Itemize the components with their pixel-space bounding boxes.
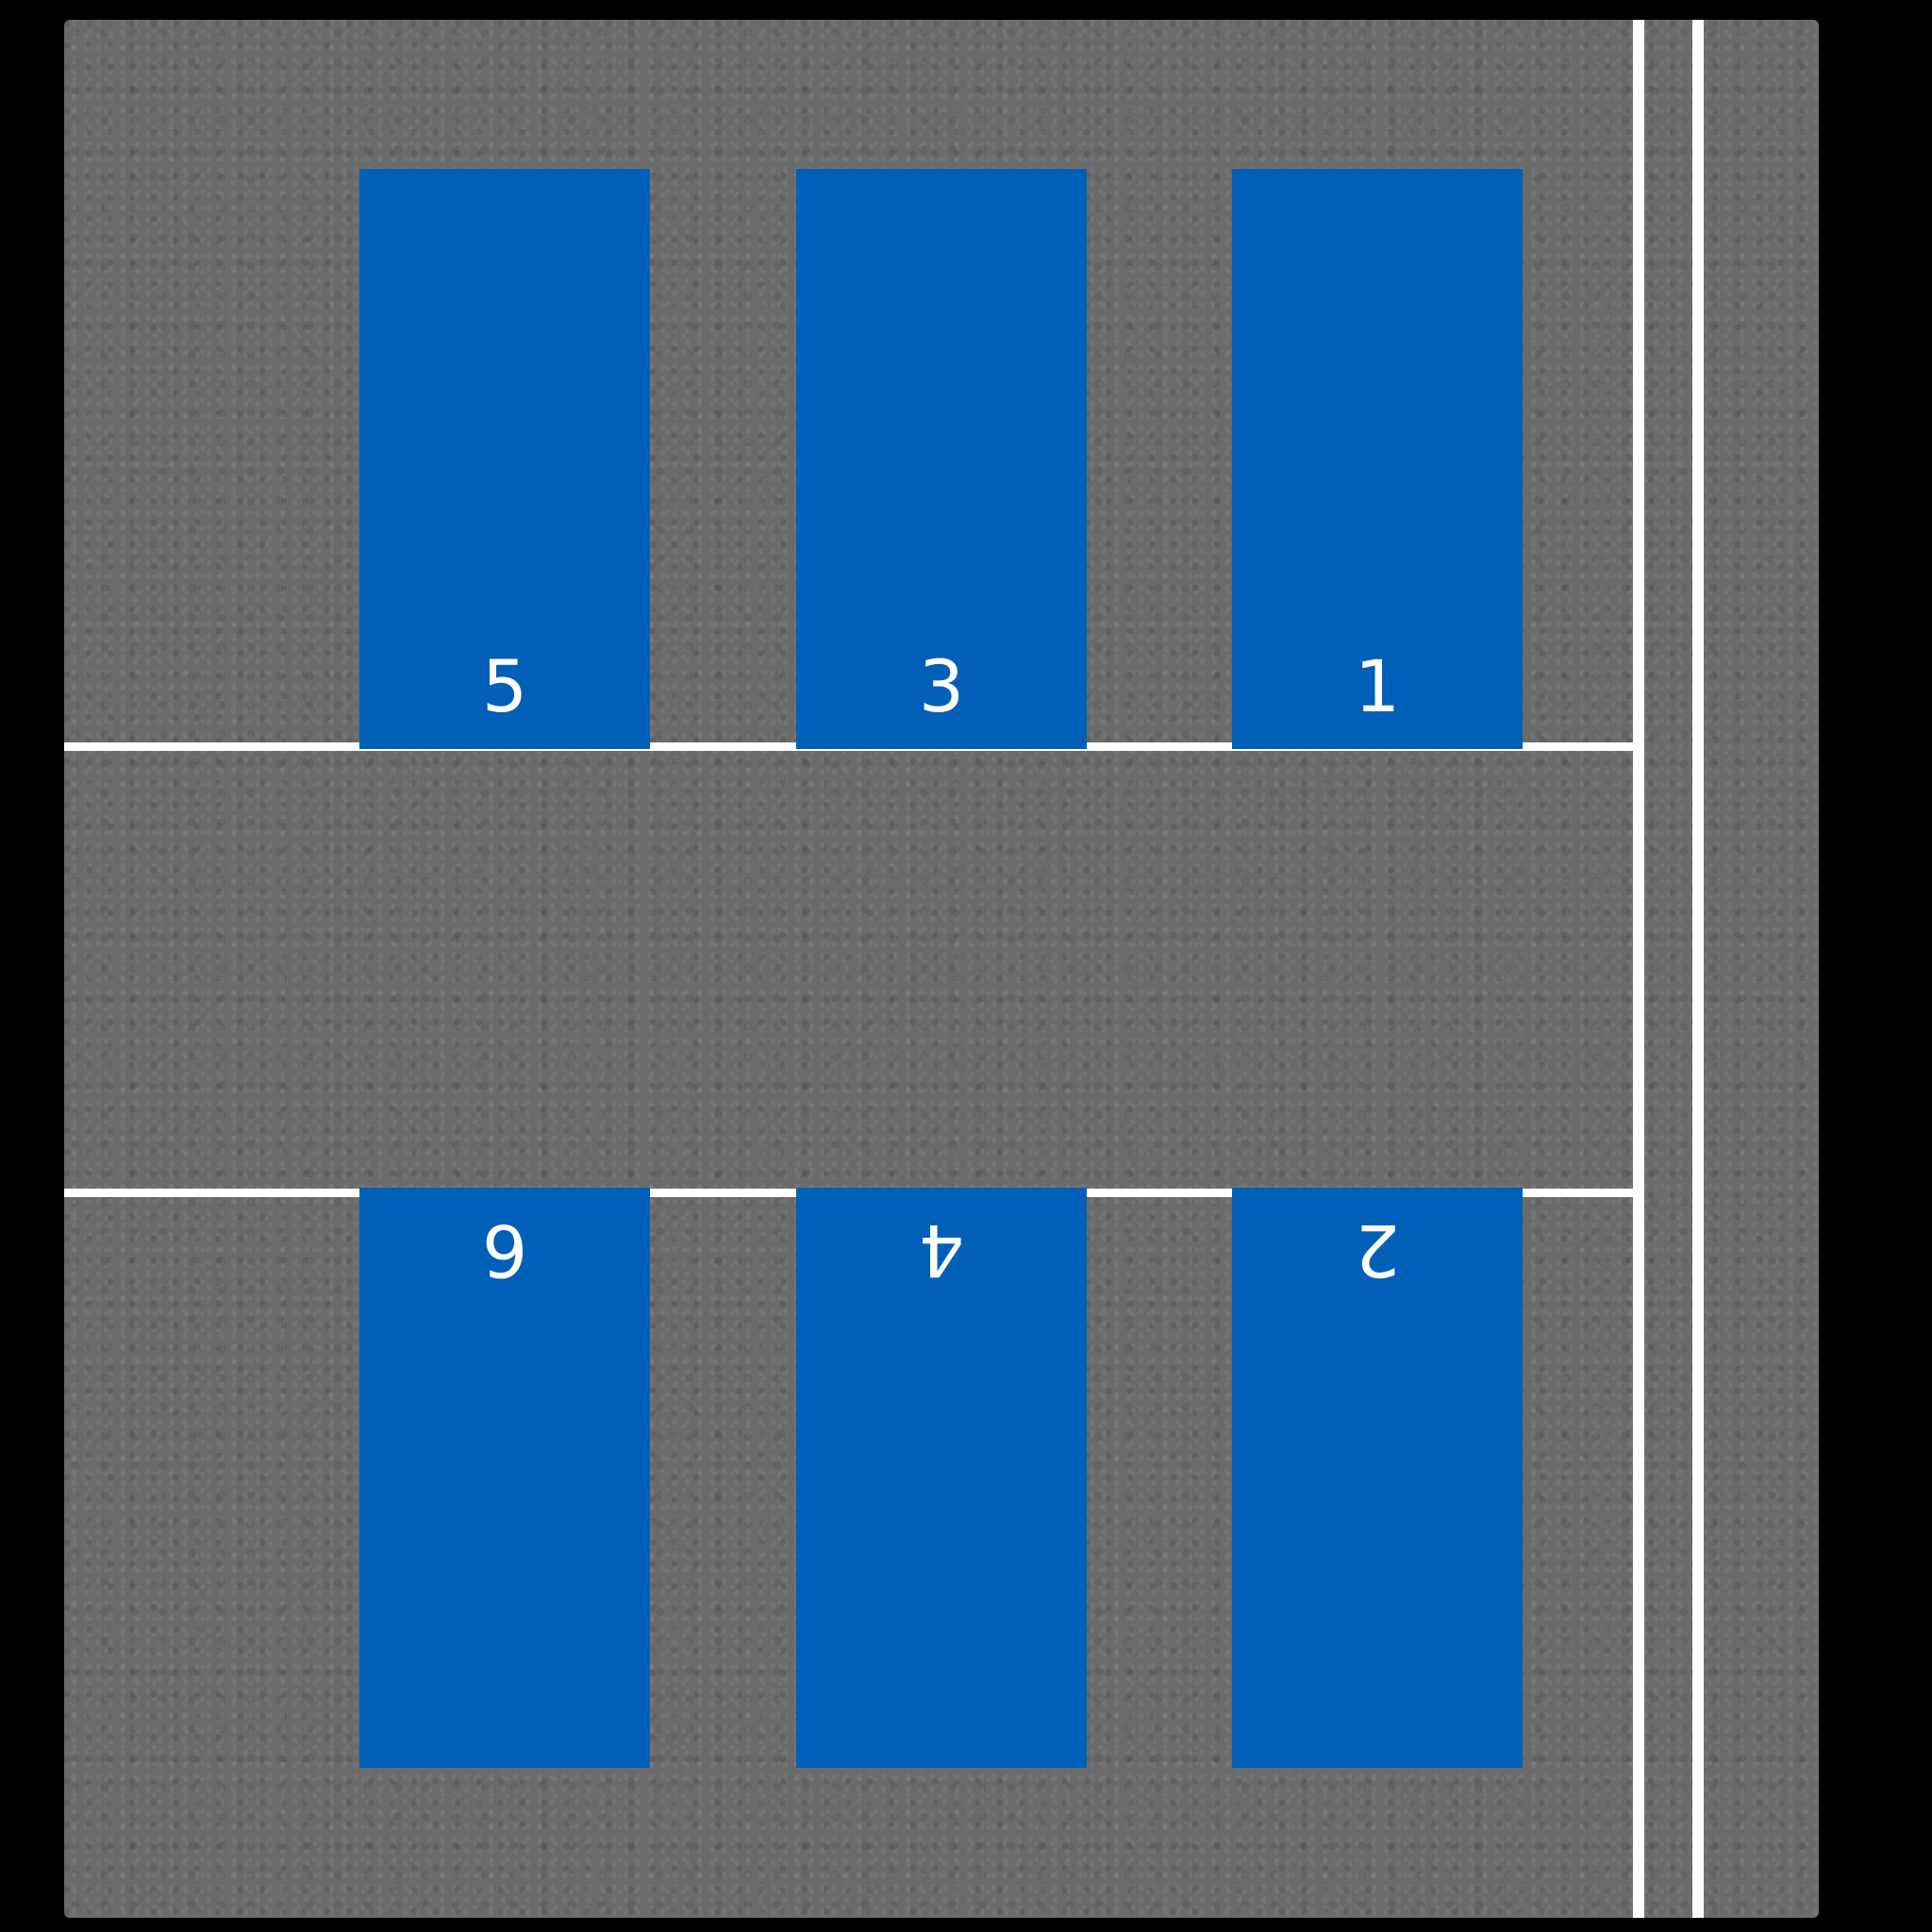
parking-spot-3[interactable]: 3: [796, 169, 1087, 749]
spot-number: 1: [1354, 644, 1401, 728]
spot-number: 3: [918, 644, 965, 728]
parking-spot-5[interactable]: 5: [359, 169, 650, 749]
road-marking-left: [1633, 20, 1644, 1918]
spot-number: 6: [481, 1208, 528, 1292]
parking-spot-1[interactable]: 1: [1232, 169, 1523, 749]
spot-number: 2: [1354, 1208, 1401, 1292]
parking-spot-6[interactable]: 6: [359, 1188, 650, 1768]
road-marking-right: [1692, 20, 1704, 1918]
parking-lot: 5 3 1 6 4 2: [64, 20, 1819, 1918]
spot-number: 4: [918, 1208, 965, 1292]
spot-number: 5: [481, 644, 528, 728]
parking-spot-2[interactable]: 2: [1232, 1188, 1523, 1768]
parking-spot-4[interactable]: 4: [796, 1188, 1087, 1768]
